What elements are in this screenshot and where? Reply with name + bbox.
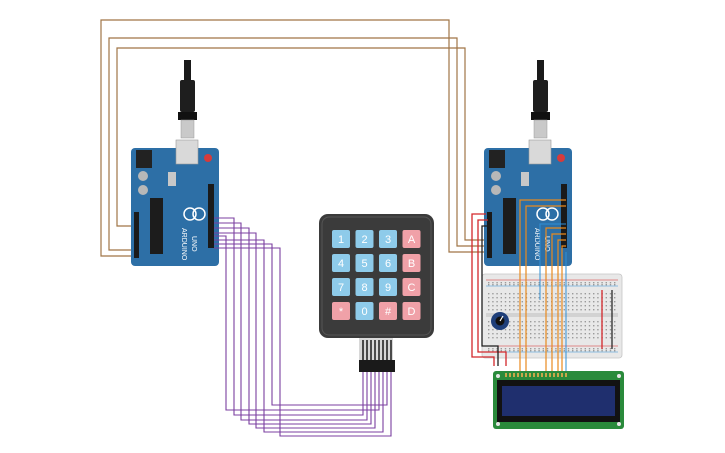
purple-wire-1 bbox=[214, 217, 364, 416]
brown-wires bbox=[100, 19, 485, 257]
key-label: 0 bbox=[361, 306, 367, 318]
key-B: B bbox=[402, 254, 421, 272]
purple-wire-5 bbox=[214, 235, 380, 411]
key-cap bbox=[402, 302, 421, 320]
keypad-connector bbox=[359, 360, 395, 372]
key-label: 4 bbox=[338, 258, 344, 270]
purple-wire-6 bbox=[214, 239, 384, 433]
dark-wire-1 bbox=[481, 225, 499, 366]
orange-wire-3 bbox=[545, 227, 566, 376]
purple-wire-7 bbox=[214, 243, 388, 406]
red-wires bbox=[471, 213, 613, 366]
key-9: 9 bbox=[379, 278, 397, 296]
key-label: C bbox=[408, 282, 416, 294]
orange-wire-5 bbox=[557, 239, 566, 376]
usb-cable-icon bbox=[531, 60, 550, 139]
key-cap bbox=[332, 302, 350, 320]
arduino-uno-left: ARDUINO UNO bbox=[131, 139, 219, 266]
arduino-uno-right: ARDUINO UNO bbox=[484, 139, 572, 266]
key-cap bbox=[355, 230, 374, 248]
key-cap bbox=[355, 302, 374, 320]
key-C: C bbox=[402, 278, 421, 296]
blue-wires bbox=[539, 223, 567, 376]
key-cap bbox=[402, 278, 421, 296]
key-cap bbox=[355, 254, 374, 272]
key-label: 9 bbox=[385, 282, 391, 294]
key-label: * bbox=[339, 306, 344, 318]
brown-wire-3 bbox=[116, 47, 485, 241]
usb-cable-icon bbox=[178, 60, 197, 139]
key-0: 0 bbox=[355, 302, 374, 320]
orange-wire-6 bbox=[561, 245, 566, 376]
purple-wire-8 bbox=[214, 247, 392, 437]
key-cap bbox=[379, 254, 397, 272]
key-cap bbox=[332, 230, 350, 248]
purple-wire-4 bbox=[214, 232, 376, 429]
arduino-left-brand: ARDUINO bbox=[180, 228, 187, 261]
brown-wire-2 bbox=[108, 37, 485, 251]
key-A: A bbox=[402, 230, 421, 248]
arduino-right-brand: ARDUINO bbox=[533, 228, 540, 261]
orange-wire-1 bbox=[519, 199, 566, 376]
key-cap bbox=[332, 278, 350, 296]
key-hash: # bbox=[379, 302, 397, 320]
key-6: 6 bbox=[379, 254, 397, 272]
blue-wire-1 bbox=[539, 223, 566, 300]
key-label: 7 bbox=[338, 282, 344, 294]
key-cap bbox=[379, 278, 397, 296]
key-label: 5 bbox=[361, 258, 367, 270]
potentiometer-icon bbox=[491, 312, 509, 330]
purple-wire-3 bbox=[214, 227, 372, 425]
key-label: # bbox=[385, 306, 392, 318]
key-8: 8 bbox=[355, 278, 374, 296]
orange-wire-2 bbox=[525, 205, 566, 376]
orange-wire-4 bbox=[551, 233, 566, 376]
key-D: D bbox=[402, 302, 421, 320]
key-label: D bbox=[408, 306, 416, 318]
brown-wire-1 bbox=[100, 19, 485, 257]
key-label: B bbox=[408, 258, 415, 270]
key-1: 1 bbox=[332, 230, 350, 248]
key-7: 7 bbox=[332, 278, 350, 296]
key-2: 2 bbox=[355, 230, 374, 248]
key-label: 6 bbox=[385, 258, 391, 270]
red-wire-1 bbox=[471, 213, 495, 366]
key-3: 3 bbox=[379, 230, 397, 248]
key-5: 5 bbox=[355, 254, 374, 272]
key-label: 3 bbox=[385, 234, 391, 246]
key-cap bbox=[332, 254, 350, 272]
key-label: A bbox=[408, 234, 416, 246]
key-label: 1 bbox=[338, 234, 344, 246]
arduino-left-model: UNO bbox=[190, 236, 197, 252]
key-cap bbox=[379, 302, 397, 320]
orange-wires bbox=[519, 199, 566, 376]
key-label: 8 bbox=[361, 282, 367, 294]
key-cap bbox=[355, 278, 374, 296]
key-4: 4 bbox=[332, 254, 350, 272]
purple-wire-2 bbox=[214, 222, 368, 421]
key-cap bbox=[379, 230, 397, 248]
keypad: 1 2 3 A 4 5 6 B 7 8 9 C * 0 # D bbox=[319, 214, 434, 372]
purple-wires bbox=[214, 217, 392, 437]
red-wire-2 bbox=[477, 219, 507, 366]
key-star: * bbox=[332, 302, 350, 320]
key-cap bbox=[402, 230, 421, 248]
key-label: 2 bbox=[361, 234, 367, 246]
lcd-display-icon bbox=[493, 371, 624, 429]
key-cap bbox=[402, 254, 421, 272]
